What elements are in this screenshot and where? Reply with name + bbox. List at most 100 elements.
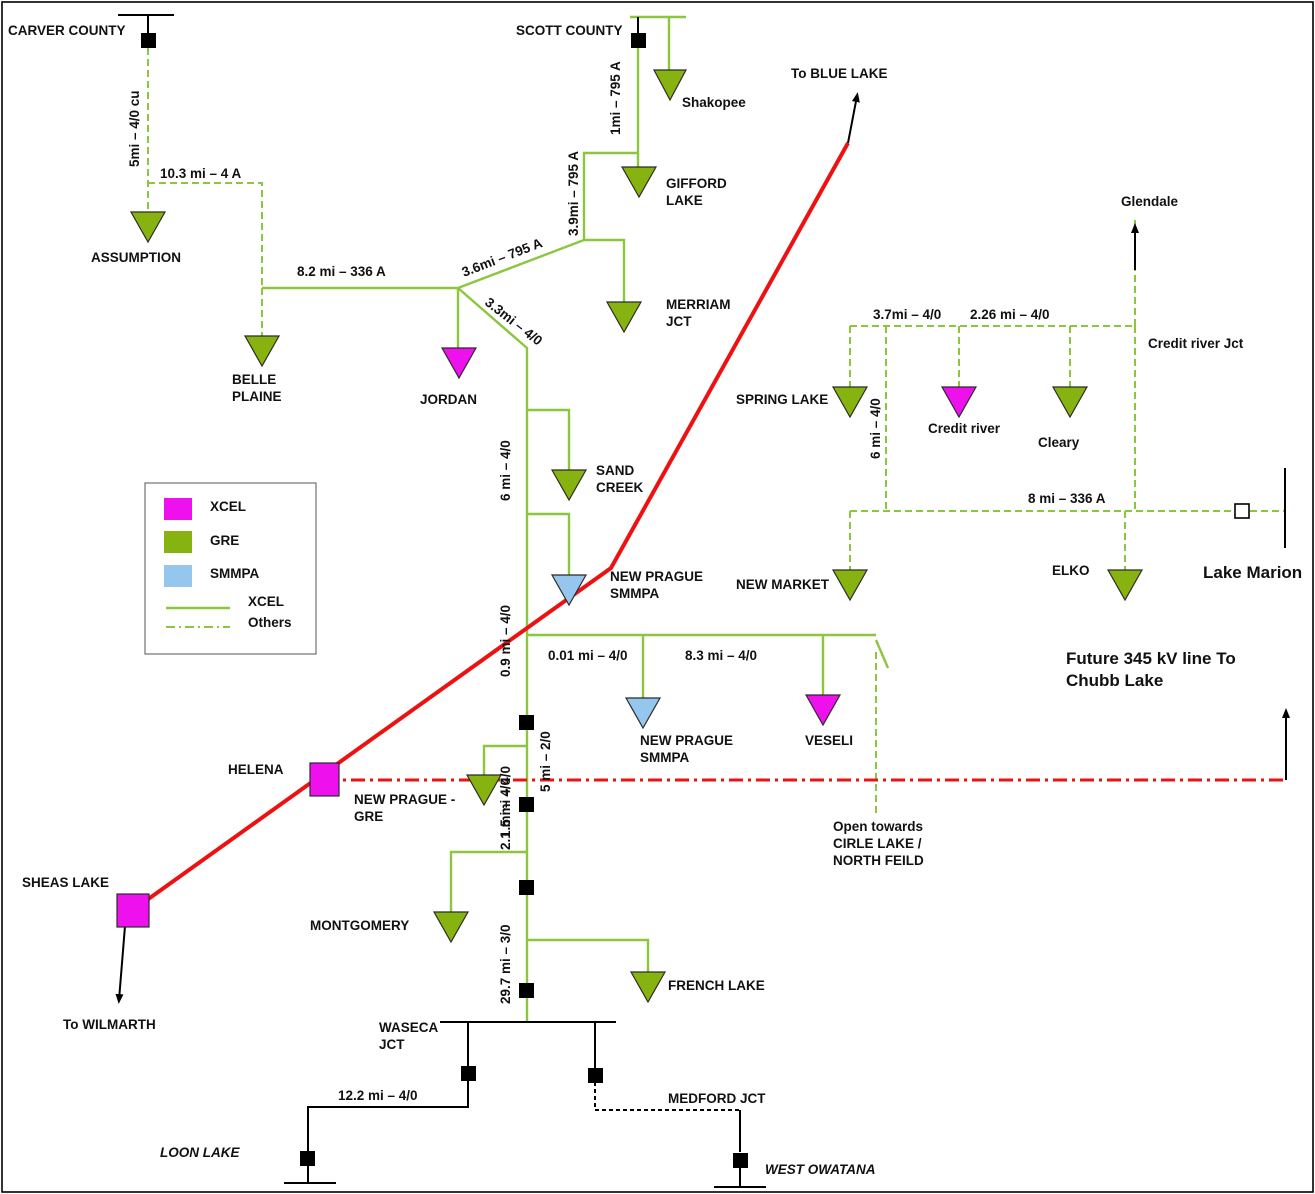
cleary-substation [1051,386,1089,419]
segment-label: 29.7 mi – 3/0 [498,924,513,1004]
label-to-wilmarth: To WILMARTH [63,1017,156,1032]
credit-river-substation [940,386,978,419]
breaker [519,880,534,895]
label-new-prague-smmpa-2: SMMPA [640,750,689,765]
veseli-substation [804,694,842,727]
segment-label: 5 mi – 2/0 [538,731,553,792]
segment-label: 2.26 mi – 4/0 [970,307,1050,322]
label-future-line: Future 345 kV line To [1066,649,1236,668]
legend-swatch-gre [164,531,192,553]
segment-label: 3.7mi – 4/0 [873,307,941,322]
breaker [631,33,646,48]
label-open-towards: Open towards [833,819,923,834]
segment-label: 8 mi – 336 A [1028,491,1106,506]
label-assumption: ASSUMPTION [91,250,181,265]
legend-label-line-others: Others [248,615,292,630]
label-elko: ELKO [1052,563,1090,578]
breaker [300,1151,315,1166]
line-gifford-merriam [582,151,638,240]
label-shakopee: Shakopee [682,95,746,110]
label-new-prague-gre: GRE [354,809,383,824]
segment-label: 1.5 mi – 4/0 [498,766,513,838]
breaker [733,1153,748,1168]
legend-label-gre: GRE [210,533,239,548]
breaker [141,33,156,48]
legend-label-line-xcel: XCEL [248,594,284,609]
label-medford-jct: MEDFORD JCT [668,1091,766,1106]
segment-label: 3.9mi – 795 A [566,151,581,236]
breaker [461,1066,476,1081]
label-belle-plaine: BELLE [232,372,276,387]
label-new-prague-gre: NEW PRAGUE - [354,792,455,807]
label-waseca-jct: WASECA [379,1020,439,1035]
label-new-prague-smmpa-2: NEW PRAGUE [640,733,733,748]
spring-lake-substation [831,386,869,419]
segment-label: 2.1 mi – 4/0 [498,778,513,850]
open-breaker [1234,503,1250,519]
station-labels: CARVER COUNTY SCOTT COUNTY Shakopee To B… [8,23,1302,1177]
new-market-substation [831,569,869,602]
label-new-prague-smmpa: NEW PRAGUE [610,569,703,584]
breaker [519,797,534,812]
segment-label: 8.3 mi – 4/0 [685,648,757,663]
label-glendale: Glendale [1121,194,1179,209]
shakopee-substation [653,69,687,102]
elko-substation [1106,569,1144,602]
segment-label: 6 mi – 4/0 [498,440,513,501]
segment-label: 0.9 mi – 4/0 [498,605,513,677]
segment-label: 3.3mi – 4/0 [482,295,545,349]
legend-swatch-smmpa [164,565,192,587]
segment-label: 5mi – 4/0 cu [127,90,142,167]
new-prague-gre-substation [465,774,503,807]
label-loon-lake: LOON LAKE [160,1145,240,1160]
label-sheas-lake: SHEAS LAKE [22,875,109,890]
breakers [141,33,1250,1168]
helena-substation [309,762,340,797]
french-lake-substation [629,971,667,1004]
label-gifford-lake: LAKE [666,193,703,208]
label-spring-lake: SPRING LAKE [736,392,828,407]
sand-creek-substation [550,469,588,502]
label-merriam-jct: MERRIAM [666,297,731,312]
label-new-prague-smmpa: SMMPA [610,586,659,601]
label-cleary: Cleary [1038,435,1080,450]
label-french-lake: FRENCH LAKE [668,978,765,993]
new-prague-smmpa-substation [550,574,588,607]
montgomery-substation [432,911,470,944]
segment-label: 8.2 mi – 336 A [297,264,386,279]
label-open-towards: NORTH FEILD [833,853,924,868]
label-sand-creek: CREEK [596,480,644,495]
label-gifford-lake: GIFFORD [666,176,727,191]
breaker [588,1068,603,1083]
label-jordan: JORDAN [420,392,477,407]
label-merriam-jct: JCT [666,314,692,329]
segment-label: 10.3 mi – 4 A [160,166,242,181]
label-credit-river-jct: Credit river Jct [1148,336,1244,351]
label-waseca-jct: JCT [379,1037,405,1052]
segment-label: 1mi – 795 A [608,61,623,135]
belle-plaine-substation [243,335,281,368]
line-carver-belle [148,182,263,288]
line-merriam-jordan [457,238,585,290]
sheas-lake-substation [116,893,150,928]
legend: XCEL GRE SMMPA XCEL Others [144,482,317,655]
legend-label-xcel: XCEL [210,499,246,514]
label-new-market: NEW MARKET [736,577,830,592]
new-prague-smmpa-2-substation [624,697,662,730]
segment-label: 0.01 mi – 4/0 [548,648,628,663]
label-open-towards: CIRLE LAKE / [833,836,922,851]
lines [115,14,1290,1188]
legend-label-smmpa: SMMPA [210,566,259,581]
segment-label: 3.6mi – 795 A [460,235,545,280]
label-west-owatana: WEST OWATANA [765,1162,876,1177]
label-future-line: Chubb Lake [1066,671,1163,690]
label-scott-county: SCOTT COUNTY [516,23,623,38]
label-carver-county: CARVER COUNTY [8,23,126,38]
segment-label: 6 mi – 4/0 [868,398,883,459]
label-credit-river: Credit river [928,421,1001,436]
jordan-substation [440,347,478,380]
label-veseli: VESELI [805,733,853,748]
merriam-jct-substation [605,301,643,334]
